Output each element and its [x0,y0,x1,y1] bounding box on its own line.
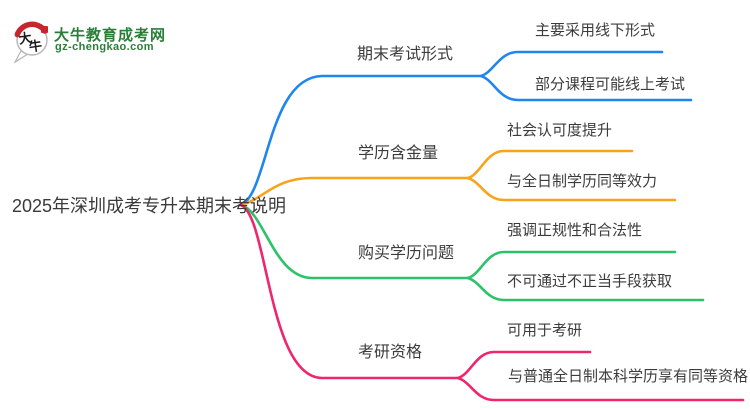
logo-char-top: 大 [18,30,33,47]
branch-exam-format-label: 期末考试形式 [357,46,454,63]
branch-degree-value-line [239,176,470,207]
branch-postgrad-line [239,203,460,380]
branch-postgrad-child1-line [456,350,592,380]
branch-degree-value-child2-line [466,176,677,202]
site-url: gz-chengkao.com [55,41,154,53]
leaf-no-improper-means-label: 不可通过不正当手段获取 [507,273,673,290]
daniu-logo-icon: 大 牛 [13,21,48,64]
branch-degree-value-child1-line [466,149,634,180]
branch-exam-format-line [239,74,483,207]
leaf-equal-postgrad-rights-label: 与普通全日制本科学历享有同等资格 [508,368,749,385]
branch-buying-degree-label: 购买学历问题 [358,245,455,262]
leaf-usable-for-postgrad-label: 可用于考研 [507,322,583,339]
branch-buying-degree-child1-line [466,250,677,280]
leaf-equal-validity-label: 与全日制学历同等效力 [507,173,658,190]
leaf-online-possible-label: 部分课程可能线上考试 [535,76,686,93]
branch-postgrad-eligibility-label: 考研资格 [358,344,423,361]
logo-red-seal [41,26,48,33]
branch-buying-degree-child2-line [466,276,705,302]
branch-buying-degree-line [239,203,470,280]
branch-exam-format-child1-line [479,50,664,78]
root-node-label: 2025年深圳成考专升本期末考说明 [12,196,287,216]
site-title: 大牛教育成考网 [54,27,167,44]
leaf-social-recognition-label: 社会认可度提升 [507,122,613,139]
leaf-legality-emphasis-label: 强调正规性和合法性 [507,222,643,239]
branch-exam-format-child2-line [479,74,693,102]
branch-postgrad-child2-line [456,376,745,402]
branch-degree-value-label: 学历含金量 [358,145,439,162]
logo-char-bottom: 牛 [28,38,43,55]
leaf-offline-format-label: 主要采用线下形式 [535,22,656,39]
